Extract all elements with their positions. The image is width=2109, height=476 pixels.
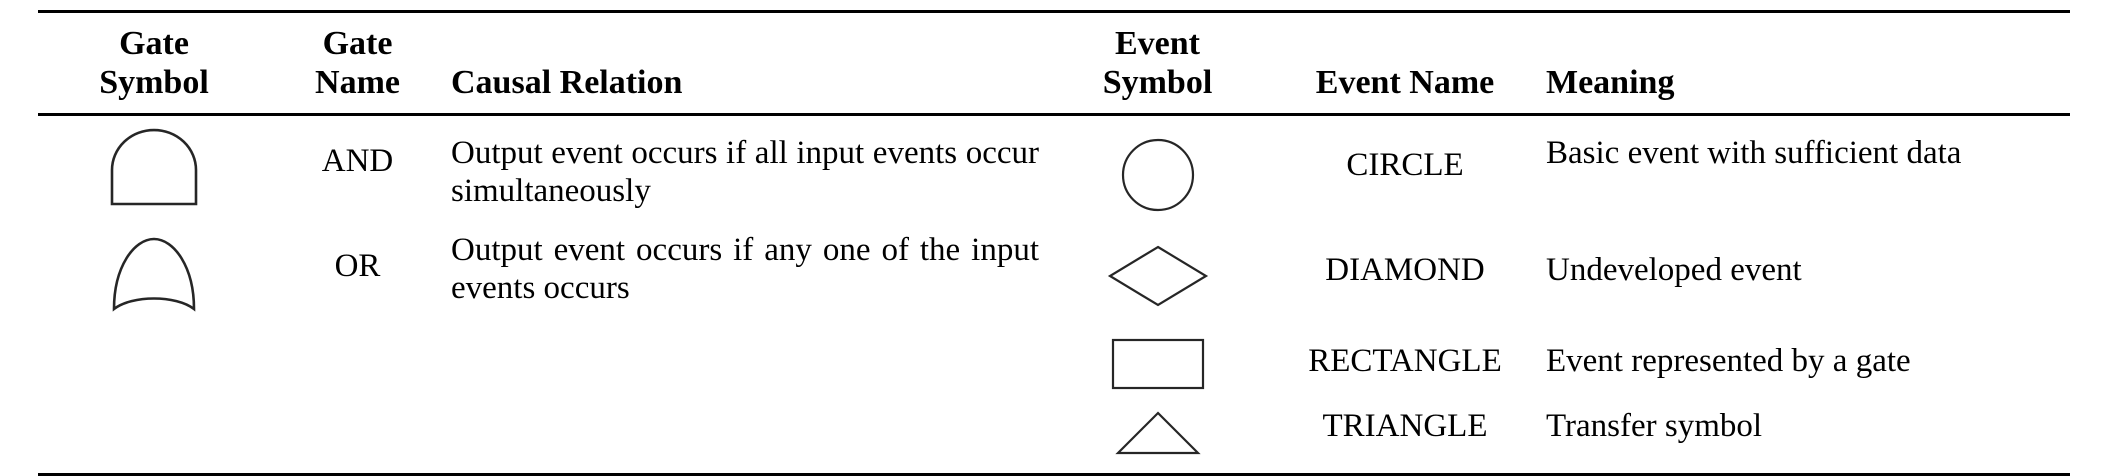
event-name-cell-circle: CIRCLE <box>1270 114 1540 229</box>
gate-name-cell-empty-1 <box>270 328 445 407</box>
triangle-symbol-icon <box>1114 411 1201 455</box>
table-top-rule <box>38 10 2070 14</box>
rule-cell <box>1540 472 2070 476</box>
gate-symbol-cell-or <box>38 229 270 328</box>
column-header-event-symbol-line1: Event <box>1115 25 1200 62</box>
meaning-cell-circle: Basic event with sufficient data <box>1540 114 2070 229</box>
rule-cell <box>270 472 445 476</box>
event-name-text: CIRCLE <box>1346 146 1464 183</box>
table-bottom-rule <box>38 472 2070 476</box>
event-symbol-cell-rectangle <box>1045 328 1270 407</box>
column-header-meaning-text: Meaning <box>1546 63 1675 101</box>
event-name-cell-rectangle: RECTANGLE <box>1270 328 1540 407</box>
column-header-meaning: Meaning <box>1540 13 2070 116</box>
rule-cell <box>270 10 445 14</box>
column-header-gate-symbol-line2: Symbol <box>99 63 209 101</box>
meaning-cell-triangle: Transfer symbol <box>1540 407 2070 474</box>
causal-relation-cell-and: Output event occurs if all input events … <box>445 114 1045 229</box>
column-header-gate-symbol: Gate Symbol <box>38 13 270 116</box>
rule-cell <box>1540 10 2070 14</box>
gate-name-text: OR <box>334 247 381 284</box>
meaning-text: Event represented by a gate <box>1546 343 1911 380</box>
event-symbol-cell-circle <box>1045 114 1270 229</box>
column-header-causal-relation-text: Causal Relation <box>451 63 683 101</box>
diamond-symbol-icon <box>1107 245 1208 307</box>
fta-symbol-table: Gate Symbol Gate Name Causal Relation Ev… <box>38 10 2070 476</box>
and-gate-symbol-icon <box>106 128 202 206</box>
meaning-cell-diamond: Undeveloped event <box>1540 229 2070 328</box>
causal-relation-cell-empty-1 <box>445 328 1045 407</box>
column-header-event-name-text: Event Name <box>1315 63 1495 101</box>
meaning-text: Basic event with sufficient data <box>1546 134 1962 171</box>
gate-name-cell-or: OR <box>270 229 445 328</box>
rule-cell <box>1045 10 1270 14</box>
column-header-gate-name-line1: Gate <box>322 25 393 62</box>
event-symbol-cell-triangle <box>1045 407 1270 474</box>
rule-cell <box>1045 472 1270 476</box>
meaning-cell-rectangle: Event represented by a gate <box>1540 328 2070 407</box>
causal-relation-cell-empty-2 <box>445 407 1045 474</box>
rule-cell <box>1270 10 1540 14</box>
gate-name-cell-and: AND <box>270 114 445 229</box>
event-name-text: RECTANGLE <box>1308 343 1502 380</box>
column-header-causal-relation: Causal Relation <box>445 13 1045 116</box>
gate-name-text: AND <box>321 142 394 179</box>
rectangle-symbol-icon <box>1111 338 1205 390</box>
meaning-text: Undeveloped event <box>1546 251 1802 288</box>
column-header-event-symbol: Event Symbol <box>1045 13 1270 116</box>
event-name-cell-diamond: DIAMOND <box>1270 229 1540 328</box>
column-header-gate-symbol-line1: Gate <box>119 25 189 62</box>
event-name-text: DIAMOND <box>1325 251 1485 288</box>
gate-symbol-cell-empty-2 <box>38 407 270 474</box>
causal-relation-text: Output event occurs if all input events … <box>451 134 1039 209</box>
causal-relation-cell-or: Output event occurs if any one of the in… <box>445 229 1045 328</box>
circle-symbol-icon <box>1121 138 1195 212</box>
meaning-text: Transfer symbol <box>1546 408 1763 445</box>
rule-cell <box>1270 472 1540 476</box>
table-row: TRIANGLE Transfer symbol <box>38 407 2070 474</box>
rule-cell <box>38 472 270 476</box>
event-name-text: TRIANGLE <box>1322 408 1488 445</box>
table-header-row: Gate Symbol Gate Name Causal Relation Ev… <box>38 13 2070 116</box>
column-header-gate-name: Gate Name <box>270 13 445 116</box>
column-header-gate-name-line2: Name <box>315 63 400 101</box>
column-header-event-name: Event Name <box>1270 13 1540 116</box>
rule-cell <box>445 472 1045 476</box>
table-row: OR Output event occurs if any one of the… <box>38 229 2070 328</box>
gate-symbol-cell-and <box>38 114 270 229</box>
event-symbol-cell-diamond <box>1045 229 1270 328</box>
event-name-cell-triangle: TRIANGLE <box>1270 407 1540 474</box>
table-row: RECTANGLE Event represented by a gate <box>38 328 2070 407</box>
fta-symbol-table-container: Gate Symbol Gate Name Causal Relation Ev… <box>38 10 2070 476</box>
or-gate-symbol-icon <box>106 237 202 312</box>
rule-cell <box>38 10 270 14</box>
causal-relation-text: Output event occurs if any one of the in… <box>451 231 1039 307</box>
column-header-event-symbol-line2: Symbol <box>1102 63 1213 101</box>
gate-name-cell-empty-2 <box>270 407 445 474</box>
rule-cell <box>445 10 1045 14</box>
gate-symbol-cell-empty-1 <box>38 328 270 407</box>
table-row: AND Output event occurs if all input eve… <box>38 114 2070 229</box>
